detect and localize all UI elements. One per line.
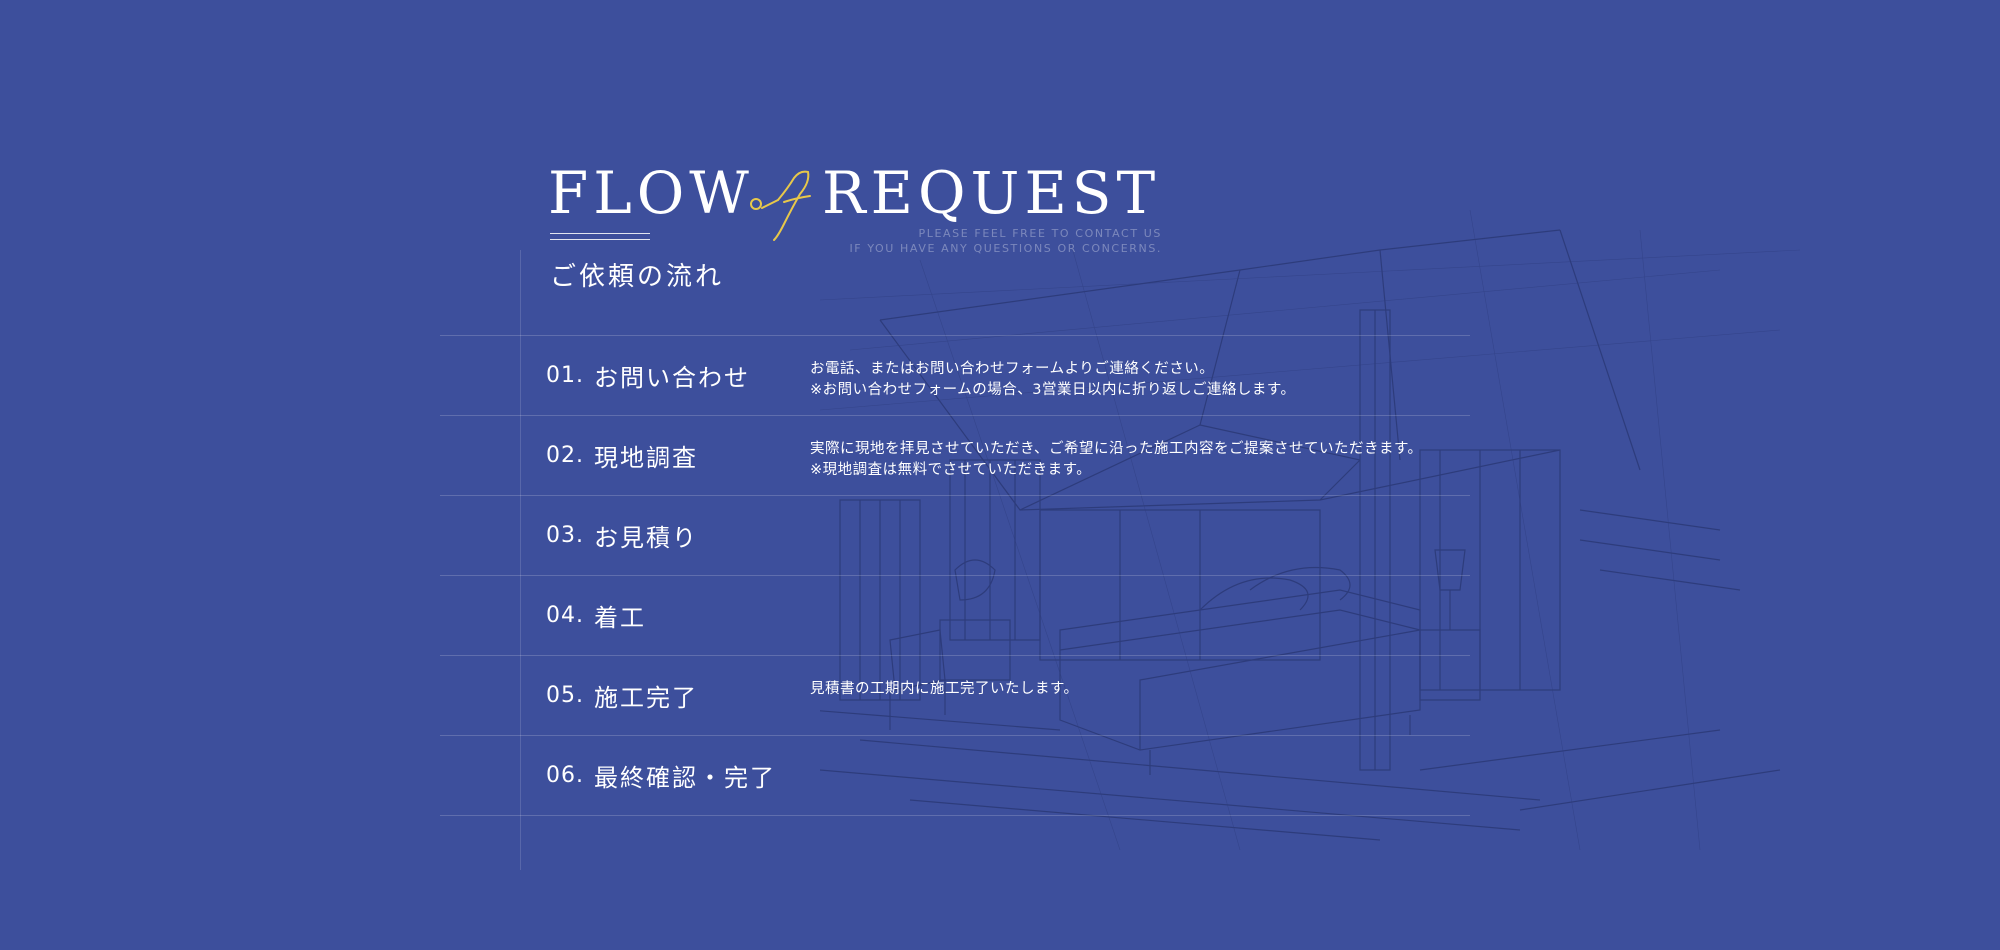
vertical-guide-line xyxy=(520,250,521,870)
step-title: 着工 xyxy=(594,604,646,632)
step-heading: 06. 最終確認・完了 xyxy=(546,736,776,815)
step-heading: 02. 現地調査 xyxy=(546,416,698,495)
interior-sketch-illustration xyxy=(820,210,1800,850)
header-tagline: PLEASE FEEL FREE TO CONTACT US IF YOU HA… xyxy=(849,226,1162,256)
tagline-line-1: PLEASE FEEL FREE TO CONTACT US xyxy=(918,227,1162,240)
step-number: 01. xyxy=(546,363,584,388)
step-number: 03. xyxy=(546,523,584,548)
step-heading: 04. 着工 xyxy=(546,576,646,655)
step-title: 施工完了 xyxy=(594,684,698,712)
step-heading: 03. お見積り xyxy=(546,496,698,575)
step-heading: 01. お問い合わせ xyxy=(546,336,750,415)
step-description-line xyxy=(810,700,1079,721)
step-description-line: ※現地調査は無料でさせていただきます。 xyxy=(810,462,1092,478)
page-subtitle: ご依頼の流れ xyxy=(550,262,725,292)
step-row-03: 03. お見積り xyxy=(440,496,1470,576)
page-header: FLOW REQUEST PLEASE FEEL FREE TO CONTACT… xyxy=(548,158,1168,298)
step-description-line: 実際に現地を拝見させていただき、ご希望に沿った施工内容をご提案させていただきます… xyxy=(810,441,1423,457)
step-description-line: ※お問い合わせフォームの場合、3営業日以内に折り返しご連絡します。 xyxy=(810,382,1296,398)
step-description: お電話、またはお問い合わせフォームよりご連絡ください。 ※お問い合わせフォームの… xyxy=(810,359,1296,401)
step-row-05: 05. 施工完了 見積書の工期内に施工完了いたします。 xyxy=(440,656,1470,736)
title-underline xyxy=(550,233,650,240)
step-title: 現地調査 xyxy=(594,444,698,472)
step-description-line: 見積書の工期内に施工完了いたします。 xyxy=(810,681,1079,697)
step-description: 実際に現地を拝見させていただき、ご希望に沿った施工内容をご提案させていただきます… xyxy=(810,439,1423,481)
step-description-line: お電話、またはお問い合わせフォームよりご連絡ください。 xyxy=(810,361,1215,377)
step-description: 見積書の工期内に施工完了いたします。 xyxy=(810,679,1079,721)
title-flow: FLOW xyxy=(548,159,754,227)
step-row-02: 02. 現地調査 実際に現地を拝見させていただき、ご希望に沿った施工内容をご提案… xyxy=(440,416,1470,496)
title-request: REQUEST xyxy=(822,159,1161,227)
step-row-04: 04. 着工 xyxy=(440,576,1470,656)
step-title: お見積り xyxy=(594,524,698,552)
step-number: 05. xyxy=(546,683,584,708)
flow-steps-list: 01. お問い合わせ お電話、またはお問い合わせフォームよりご連絡ください。 ※… xyxy=(440,335,1470,816)
step-number: 06. xyxy=(546,763,584,788)
of-script-icon xyxy=(750,170,811,241)
tagline-line-2: IF YOU HAVE ANY QUESTIONS OR CONCERNS. xyxy=(849,242,1162,255)
step-row-06: 06. 最終確認・完了 xyxy=(440,736,1470,816)
step-title: お問い合わせ xyxy=(594,364,750,392)
step-title: 最終確認・完了 xyxy=(594,764,776,792)
step-number: 02. xyxy=(546,443,584,468)
step-number: 04. xyxy=(546,603,584,628)
step-heading: 05. 施工完了 xyxy=(546,656,698,735)
step-row-01: 01. お問い合わせ お電話、またはお問い合わせフォームよりご連絡ください。 ※… xyxy=(440,336,1470,416)
